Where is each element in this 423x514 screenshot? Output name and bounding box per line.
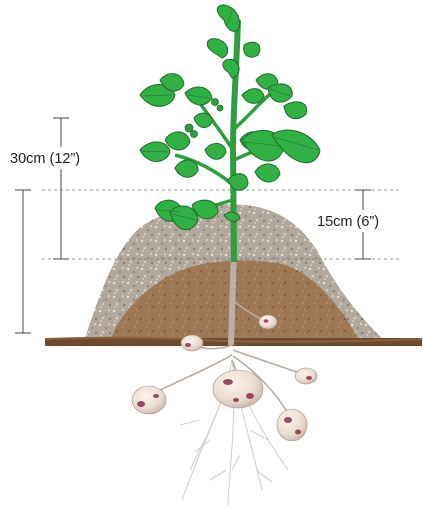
label-15cm: 15cm (6”) (317, 214, 379, 230)
tuber (132, 386, 166, 414)
label-30cm: 30cm (12”) (10, 151, 80, 167)
tuber (181, 335, 203, 351)
dimension-bracket-left (15, 190, 31, 333)
dimension-bracket-30cm (53, 118, 69, 259)
tuber (295, 368, 317, 384)
tuber (213, 370, 263, 408)
tuber (277, 409, 307, 441)
plant-leaves (140, 5, 320, 230)
